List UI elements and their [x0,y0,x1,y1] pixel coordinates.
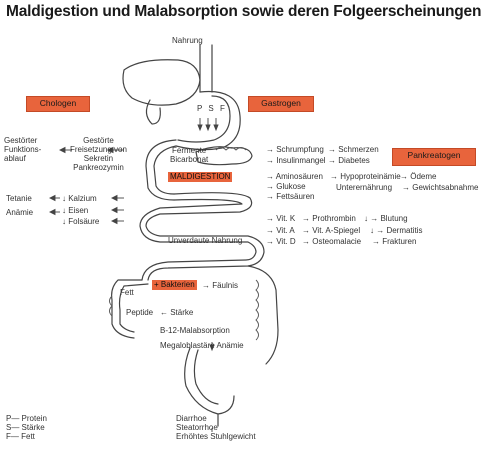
bakterien-label: + Bakterien [152,280,197,290]
tetanie-label: Tetanie [6,194,32,203]
colon-left-inner [118,283,149,333]
stomach-markers: P S F [197,104,227,113]
colon-haustra-right [255,279,259,341]
kalzium-label: ↓ Kalzium [62,194,97,203]
staerke-label: ← Stärke [160,308,194,317]
organ-box-pankreatogen: Pankreatogen [392,148,476,166]
gallbladder-outline [145,99,161,125]
esophagus-outline [199,44,213,93]
colon-left [111,279,143,339]
schmerzen-label: → Schmerzen [328,145,379,154]
spiegel-label: → Vit. A-Spiegel [302,226,361,235]
bottom-symptoms: Diarrhoe Steatorrhoe Erhöhtes Stuhlgewic… [176,414,256,441]
gewichtsabnahme-label: → Gewichtsabnahme [402,183,479,192]
legend: P— Protein S— Stärke F— Fett [6,414,47,441]
schrumpfung-label: → Schrumpfung [266,145,324,154]
disorder-text: Gestörter Funktions- ablauf [4,136,42,163]
stomach-inner [177,95,231,143]
liver-outline [122,59,201,106]
frakturen-label: → Frakturen [372,237,417,246]
organ-box-chologen: Chologen [26,96,90,112]
oedeme-label: → Ödeme [400,172,437,181]
b12-label: B-12-Malabsorption [160,326,230,335]
secretion-text: Gestörte Freisetzung von Sekretin Pankre… [70,136,127,172]
organ-box-gastrogen: Gastrogen [248,96,314,112]
duodenum-inner [145,139,177,201]
vitd-label: → Vit. D [266,237,296,246]
faeulnis-label: → Fäulnis [202,281,239,290]
stomach-outline [175,90,241,151]
unverdaute-label: Unverdaute Nahrung [168,236,243,245]
diabetes-label: → Diabetes [328,156,370,165]
folsaeure-label: ↓ Folsäure [62,217,100,226]
small-intestine-inner [139,198,257,281]
colon-right [247,265,279,365]
fermente-text: Fermente Bicarbonat [170,146,209,164]
eisen-label: ↓ Eisen [62,206,89,215]
rectum-outline [184,347,235,415]
blutung-label: ↓ → Blutung [364,214,408,223]
legend-fett: F— Fett [6,432,35,441]
aminosaeuren-label: → Aminosäuren [266,172,323,181]
megalo-label: Megaloblastäre Anämie [160,341,244,350]
vita-label: → Vit. A [266,226,295,235]
maldigestion-label: MALDIGESTION [168,172,233,182]
pancreas-outline [195,146,253,166]
rectum-inner [193,349,219,405]
unterernaehrung-label: Unterernährung [336,183,393,192]
diagram-title: Maldigestion und Malabsorption sowie der… [6,3,482,20]
colon-haustra-top [215,147,247,151]
colon-haustra-left [109,295,113,317]
insulin-label: → Insulinmangel [266,156,326,165]
intake-label: Nahrung [172,36,203,45]
vitk-label: → Vit. K [266,214,296,223]
legend-protein: P— Protein [6,414,47,423]
duodenum-outline [153,145,177,195]
hypoprotein-label: → Hypoproteinämie [330,172,401,181]
prothrombin-label: → Prothrombin [302,214,356,223]
dermatitis-label: ↓ → Dermatitis [370,226,423,235]
fett-label: Fett [120,288,134,297]
legend-staerke: S— Stärke [6,423,45,432]
osteomalacie-label: → Osteomalacie [302,237,362,246]
anaemie-label: Anämie [6,208,34,217]
glukose-label: → Glukose [266,182,306,191]
peptide-label: Peptide [126,308,154,317]
fettsaeuren-label: → Fettsäuren [266,192,315,201]
